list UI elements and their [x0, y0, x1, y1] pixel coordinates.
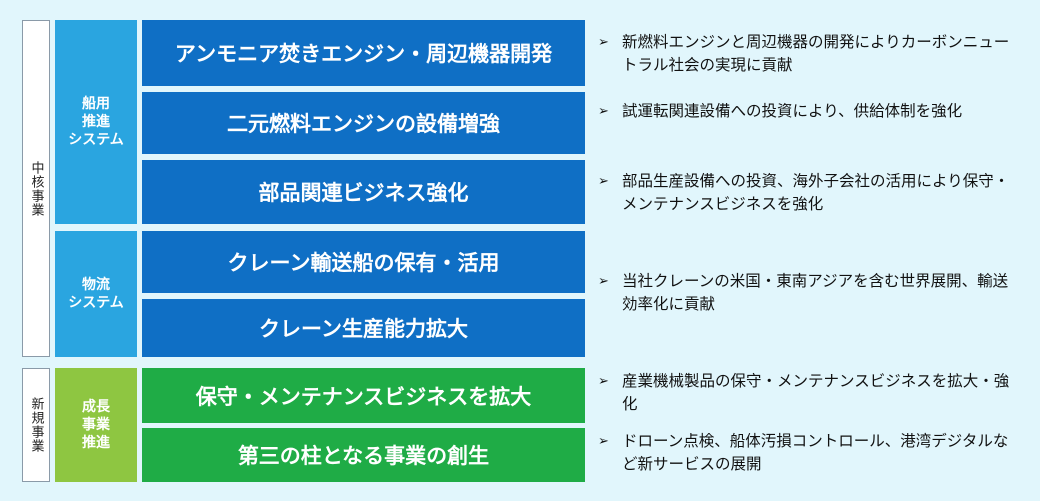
- arrow-right-icon: ➢: [598, 174, 609, 189]
- description-text: 当社クレーンの米国・東南アジアを含む世界展開、輸送効率化に貢献: [622, 272, 1009, 313]
- section-label-new: 新規事業: [22, 368, 50, 482]
- category-marine-propulsion: 船用 推進 システム: [55, 20, 137, 224]
- initiative-label: 二元燃料エンジンの設備増強: [227, 112, 500, 136]
- section-label-core: 中核事業: [22, 20, 50, 357]
- description-text: ドローン点検、船体汚損コントロール、港湾デジタルなど新サービスの展開: [622, 432, 1009, 473]
- description-item: ➢ 当社クレーンの米国・東南アジアを含む世界展開、輸送効率化に貢献: [598, 270, 1018, 316]
- arrow-right-icon: ➢: [598, 104, 609, 119]
- description-item: ➢ 産業機械製品の保守・メンテナンスビジネスを拡大・強化: [598, 370, 1018, 416]
- arrow-right-icon: ➢: [598, 274, 609, 289]
- description-text: 試運転関連設備への投資により、供給体制を強化: [622, 102, 963, 120]
- section-label-new-text: 新規事業: [28, 397, 44, 453]
- description-item: ➢ 新燃料エンジンと周辺機器の開発によりカーボンニュートラル社会の実現に貢献: [598, 31, 1018, 77]
- initiative-label: アンモニア焚きエンジン・周辺機器開発: [174, 42, 553, 66]
- initiative-box: クレーン生産能力拡大: [142, 299, 585, 357]
- description-item: ➢ ドローン点検、船体汚損コントロール、港湾デジタルなど新サービスの展開: [598, 430, 1018, 476]
- description-text: 産業機械製品の保守・メンテナンスビジネスを拡大・強化: [622, 372, 1010, 413]
- arrow-right-icon: ➢: [598, 374, 609, 389]
- initiative-label: 保守・メンテナンスビジネスを拡大: [195, 384, 532, 409]
- category-logistics: 物流 システム: [55, 231, 137, 357]
- initiative-box: 第三の柱となる事業の創生: [142, 428, 585, 482]
- description-text: 新燃料エンジンと周辺機器の開発によりカーボンニュートラル社会の実現に貢献: [622, 33, 1010, 74]
- description-item: ➢ 部品生産設備への投資、海外子会社の活用により保守・メンテナンスビジネスを強化: [598, 170, 1018, 216]
- initiative-label: 第三の柱となる事業の創生: [237, 444, 490, 468]
- description-text: 部品生産設備への投資、海外子会社の活用により保守・メンテナンスビジネスを強化: [622, 172, 1010, 213]
- category-growth: 成長 事業 推進: [55, 368, 137, 482]
- initiative-label: 部品関連ビジネス強化: [258, 181, 469, 205]
- initiative-box: 二元燃料エンジンの設備増強: [142, 92, 585, 154]
- category-growth-label: 成長 事業 推進: [82, 399, 110, 451]
- category-logistics-label: 物流 システム: [68, 277, 124, 311]
- initiative-box: アンモニア焚きエンジン・周辺機器開発: [142, 20, 585, 86]
- description-item: ➢ 試運転関連設備への投資により、供給体制を強化: [598, 100, 1018, 123]
- initiative-box: 部品関連ビジネス強化: [142, 160, 585, 224]
- initiative-label: クレーン生産能力拡大: [259, 317, 468, 341]
- arrow-right-icon: ➢: [598, 434, 609, 449]
- initiative-label: クレーン輸送船の保有・活用: [227, 251, 500, 275]
- initiative-box: 保守・メンテナンスビジネスを拡大: [142, 368, 585, 423]
- section-label-core-text: 中核事業: [28, 160, 44, 217]
- arrow-right-icon: ➢: [598, 35, 609, 50]
- category-marine-propulsion-label: 船用 推進 システム: [68, 96, 124, 148]
- initiative-box: クレーン輸送船の保有・活用: [142, 231, 585, 293]
